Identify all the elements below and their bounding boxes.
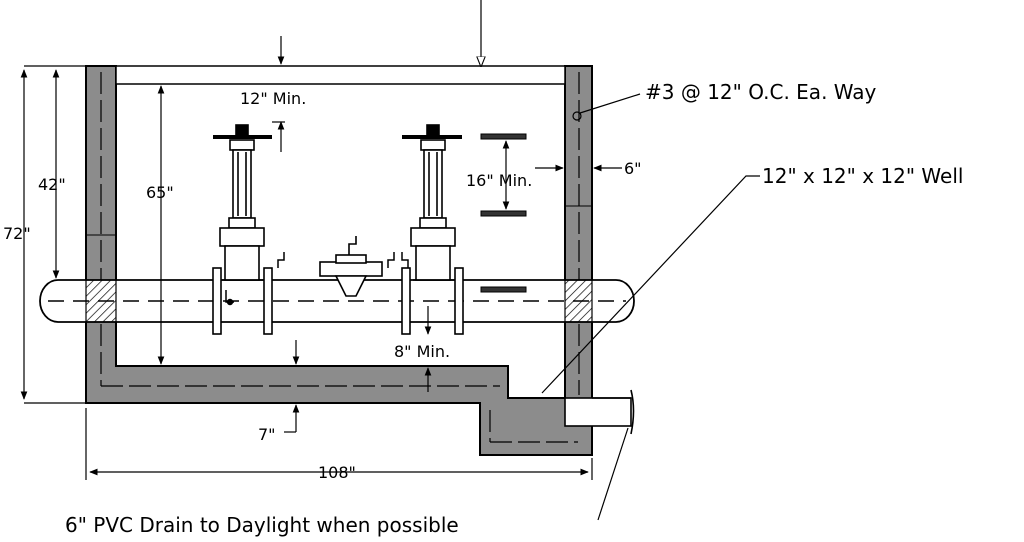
check-valve-body: [319, 236, 383, 297]
min-8-label: 8" Min.: [394, 342, 450, 361]
dimension-lines: [20, 36, 760, 521]
pipe-supports: [480, 133, 527, 293]
left-gate-valve: [213, 124, 272, 281]
drain-pipe: [564, 389, 635, 435]
width-label: 108": [318, 463, 356, 482]
min-16-label: 16" Min.: [466, 171, 532, 190]
drain-label: 6" PVC Drain to Daylight when possible: [65, 513, 459, 537]
pipe-flanges: [212, 267, 464, 335]
wall-thickness-label: 6": [624, 159, 642, 178]
interior-height-label: 65": [146, 183, 174, 202]
pipe-height-label: 42": [38, 175, 66, 194]
test-cocks: [225, 252, 409, 306]
floor-thickness-label: 7": [258, 425, 276, 444]
pipe: [39, 279, 635, 323]
rebar-label: #3 @ 12" O.C. Ea. Way: [645, 80, 877, 104]
joint-marks: [86, 205, 592, 236]
right-gate-valve: [402, 124, 462, 281]
min-12-label: 12" Min.: [240, 89, 306, 108]
rebar-lines: [100, 72, 580, 443]
well-label: 12" x 12" x 12" Well: [762, 164, 963, 188]
vault-lid: [115, 65, 566, 85]
total-height-label: 72": [3, 224, 31, 243]
